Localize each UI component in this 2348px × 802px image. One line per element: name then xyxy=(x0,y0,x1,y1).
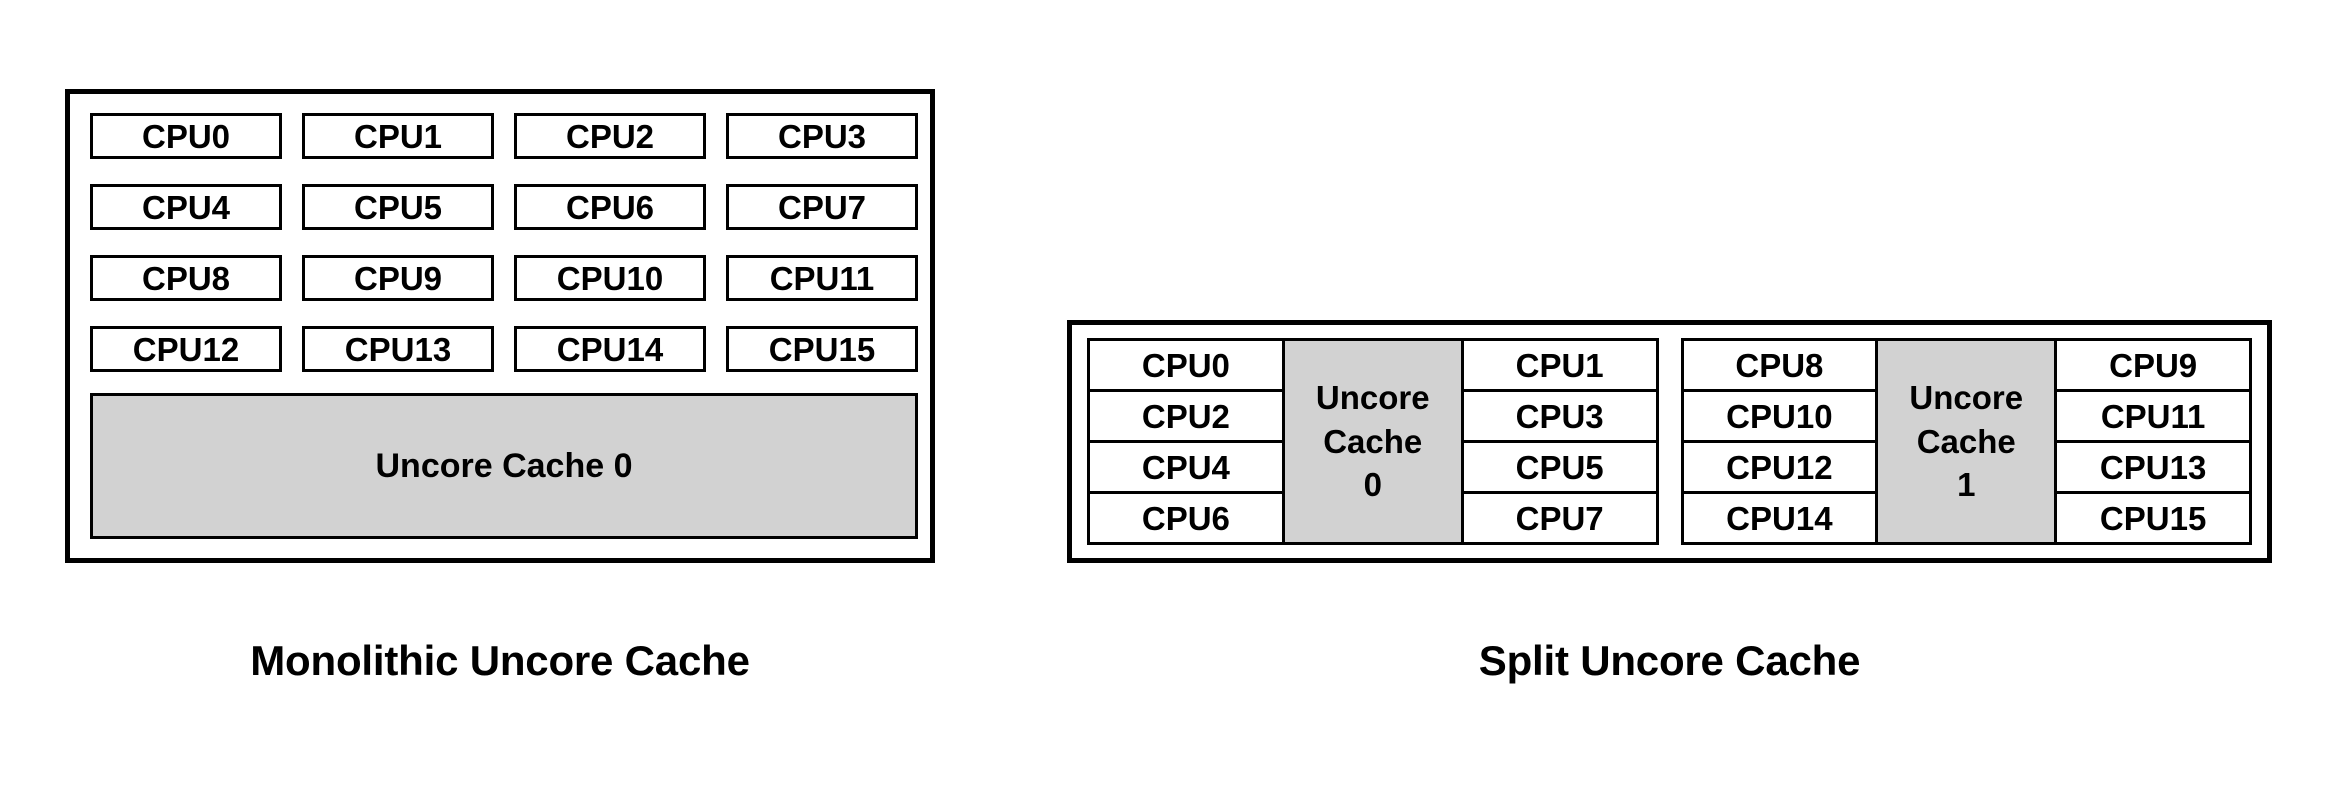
cpu-box: CPU7 xyxy=(1460,494,1659,545)
monolithic-uncore-cache-diagram: CPU0 CPU1 CPU2 CPU3 CPU4 CPU5 CPU6 CPU7 … xyxy=(65,89,935,563)
uncore-cache-index: 0 xyxy=(1363,466,1382,504)
split-diagram-caption: Split Uncore Cache xyxy=(1478,637,1861,684)
cluster-1-left-cpu-column: CPU8 CPU10 CPU12 CPU14 xyxy=(1680,338,1879,545)
cpu-box: CPU1 xyxy=(302,113,494,159)
cpu-box: CPU4 xyxy=(90,184,282,230)
cpu-box: CPU12 xyxy=(90,326,282,372)
cpu-box: CPU0 xyxy=(1087,338,1285,392)
cpu-box: CPU13 xyxy=(302,326,494,372)
cpu-box: CPU8 xyxy=(1680,338,1879,392)
cpu-box: CPU11 xyxy=(726,255,918,301)
cpu-box: CPU3 xyxy=(1460,392,1659,443)
cpu-box: CPU10 xyxy=(1680,392,1879,443)
uncore-cluster-1: CPU8 CPU10 CPU12 CPU14 Uncore Cache 1 CP… xyxy=(1680,338,2252,545)
monolithic-cpu-grid: CPU0 CPU1 CPU2 CPU3 CPU4 CPU5 CPU6 CPU7 … xyxy=(90,113,918,372)
cpu-box: CPU14 xyxy=(514,326,706,372)
monolithic-diagram-caption: Monolithic Uncore Cache xyxy=(250,637,750,684)
cpu-box: CPU0 xyxy=(90,113,282,159)
cpu-box: CPU8 xyxy=(90,255,282,301)
cpu-box: CPU2 xyxy=(514,113,706,159)
cpu-box: CPU9 xyxy=(2054,338,2252,392)
cpu-box: CPU15 xyxy=(2054,494,2252,545)
cpu-box: CPU5 xyxy=(1460,443,1659,494)
split-uncore-cache-diagram: CPU0 CPU2 CPU4 CPU6 Uncore Cache 0 CPU1 … xyxy=(1067,320,2272,563)
uncore-cluster-0: CPU0 CPU2 CPU4 CPU6 Uncore Cache 0 CPU1 … xyxy=(1087,338,1659,545)
uncore-cache-block: Uncore Cache 0 xyxy=(90,393,918,539)
cluster-0-left-cpu-column: CPU0 CPU2 CPU4 CPU6 xyxy=(1087,338,1285,545)
uncore-cache-block: Uncore Cache 1 xyxy=(1878,338,2055,545)
cpu-box: CPU6 xyxy=(514,184,706,230)
uncore-cache-label-line: Uncore xyxy=(1909,379,2024,417)
uncore-cache-block: Uncore Cache 0 xyxy=(1284,338,1461,545)
cpu-box: CPU11 xyxy=(2054,392,2252,443)
cpu-box: CPU6 xyxy=(1087,494,1285,545)
cpu-box: CPU15 xyxy=(726,326,918,372)
cpu-box: CPU10 xyxy=(514,255,706,301)
cpu-box: CPU12 xyxy=(1680,443,1879,494)
cpu-box: CPU2 xyxy=(1087,392,1285,443)
cluster-0-right-cpu-column: CPU1 CPU3 CPU5 CPU7 xyxy=(1460,338,1659,545)
cpu-box: CPU13 xyxy=(2054,443,2252,494)
uncore-cache-label-line: Uncore xyxy=(1315,379,1430,417)
uncore-cache-label-line: Cache xyxy=(1323,422,1423,460)
uncore-cache-index: 1 xyxy=(1957,466,1976,504)
split-clusters-container: CPU0 CPU2 CPU4 CPU6 Uncore Cache 0 CPU1 … xyxy=(1087,338,2252,545)
cluster-1-right-cpu-column: CPU9 CPU11 CPU13 CPU15 xyxy=(2054,338,2252,545)
cpu-box: CPU1 xyxy=(1460,338,1659,392)
cpu-box: CPU5 xyxy=(302,184,494,230)
cpu-box: CPU4 xyxy=(1087,443,1285,494)
cpu-box: CPU14 xyxy=(1680,494,1879,545)
uncore-cache-label-line: Cache xyxy=(1916,422,2016,460)
cpu-box: CPU9 xyxy=(302,255,494,301)
cpu-box: CPU7 xyxy=(726,184,918,230)
cpu-box: CPU3 xyxy=(726,113,918,159)
